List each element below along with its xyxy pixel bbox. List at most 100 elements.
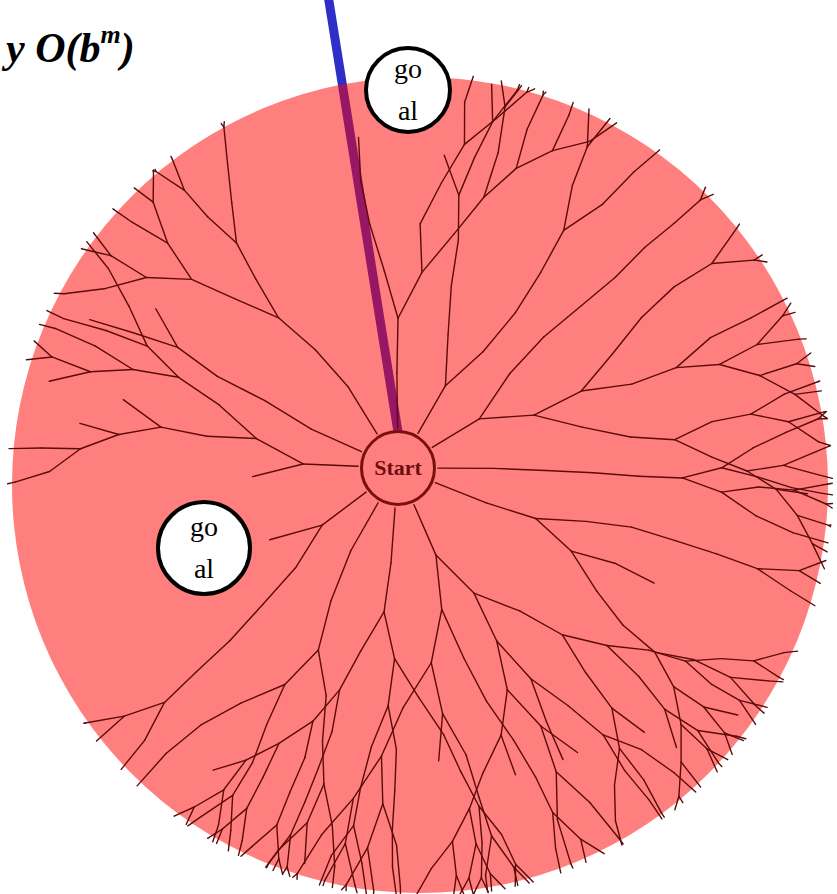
tree-branch: [712, 684, 740, 700]
tree-branch: [682, 468, 721, 478]
tree-branch: [527, 89, 535, 93]
tree-branch: [153, 170, 156, 172]
tree-branch: [318, 601, 331, 650]
tree-branch: [419, 698, 444, 735]
tree-branch: [826, 504, 832, 508]
tree-branch: [452, 809, 469, 842]
tree-branch: [416, 869, 432, 894]
tree-branch: [469, 844, 476, 878]
tree-branch: [119, 427, 161, 434]
tree-branch: [354, 788, 361, 826]
tree-branch: [812, 544, 824, 569]
tree-branch: [351, 503, 378, 551]
tree-branch: [497, 641, 531, 679]
tree-branch: [431, 609, 441, 662]
tree-branch: [340, 651, 361, 690]
complexity-heading: y O(bm): [6, 24, 135, 72]
tree-branch: [799, 338, 806, 340]
search-tree-branches: [8, 76, 833, 894]
tree-branch: [265, 401, 311, 430]
tree-branch: [241, 847, 252, 857]
tree-branch: [277, 825, 279, 859]
tree-branch: [507, 690, 540, 726]
tree-branch: [311, 429, 361, 451]
tree-branch: [454, 875, 457, 894]
tree-branch: [649, 800, 662, 819]
tree-branch: [586, 673, 612, 709]
tree-branch: [501, 735, 515, 775]
tree-branch: [469, 809, 476, 844]
tree-branch: [612, 318, 641, 354]
tree-branch: [474, 878, 482, 894]
tree-branch: [85, 716, 124, 723]
tree-branch: [132, 222, 168, 243]
tree-branch: [747, 471, 776, 489]
tree-branch: [698, 731, 719, 764]
tree-branch: [797, 353, 811, 364]
tree-branch: [704, 707, 725, 733]
tree-branch: [55, 328, 95, 346]
tree-branch: [536, 519, 572, 552]
tree-branch: [241, 684, 285, 702]
tree-branch: [632, 368, 676, 385]
tree-branch: [445, 352, 483, 386]
tree-branch: [461, 772, 479, 806]
node-circle: [158, 502, 250, 594]
tree-branch: [111, 256, 147, 278]
tree-branch: [384, 612, 395, 659]
tree-branch: [720, 344, 758, 364]
tree-branch: [303, 464, 358, 466]
tree-branch: [414, 505, 436, 555]
tree-branch: [740, 700, 756, 724]
tree-branch: [253, 725, 267, 763]
tree-branch: [783, 465, 818, 474]
tree-branch: [674, 687, 704, 707]
tree-branch: [676, 364, 719, 367]
tree-branch: [571, 551, 596, 591]
tree-branch: [754, 260, 767, 262]
tree-branch: [263, 743, 279, 777]
tree-branch: [395, 659, 419, 698]
tree-branch: [297, 835, 321, 874]
tree-branch: [614, 785, 616, 820]
tree-branch: [479, 373, 510, 418]
tree-branch: [188, 816, 202, 825]
tree-branch: [587, 109, 589, 147]
tree-branch: [153, 202, 167, 243]
tree-branch: [680, 724, 681, 762]
tree-branch: [256, 279, 279, 318]
tree-branch: [515, 272, 541, 313]
tree-branch: [305, 768, 318, 802]
tree-branch: [493, 90, 517, 121]
tree-branch: [694, 660, 730, 678]
tree-branch: [373, 891, 375, 894]
tree-branch: [493, 468, 546, 470]
tree-branch: [196, 640, 230, 671]
tree-branch: [277, 792, 290, 825]
tree-branch: [717, 554, 758, 569]
tree-branch: [178, 347, 218, 376]
tree-branch: [487, 701, 514, 739]
tree-branch: [464, 658, 487, 701]
tree-branch: [751, 394, 785, 414]
tree-branch: [544, 306, 581, 337]
tree-branch: [464, 102, 466, 144]
tree-branch: [371, 706, 388, 747]
tree-branch: [40, 324, 56, 328]
tree-branch: [685, 659, 721, 661]
tree-branch: [207, 436, 256, 438]
tree-branch: [9, 447, 41, 449]
tree-branch: [712, 414, 751, 421]
tree-branch: [754, 653, 784, 661]
tree-branch: [603, 172, 634, 204]
tree-branch: [84, 722, 85, 724]
tree-branch: [700, 194, 713, 200]
tree-branch: [788, 412, 824, 422]
tree-branch: [231, 795, 233, 830]
tree-branch: [721, 659, 754, 661]
tree-branch: [607, 646, 639, 677]
tree-branch: [361, 747, 372, 788]
tree-branch: [571, 864, 573, 868]
tree-branch: [458, 195, 460, 240]
tree-branch: [208, 217, 237, 243]
